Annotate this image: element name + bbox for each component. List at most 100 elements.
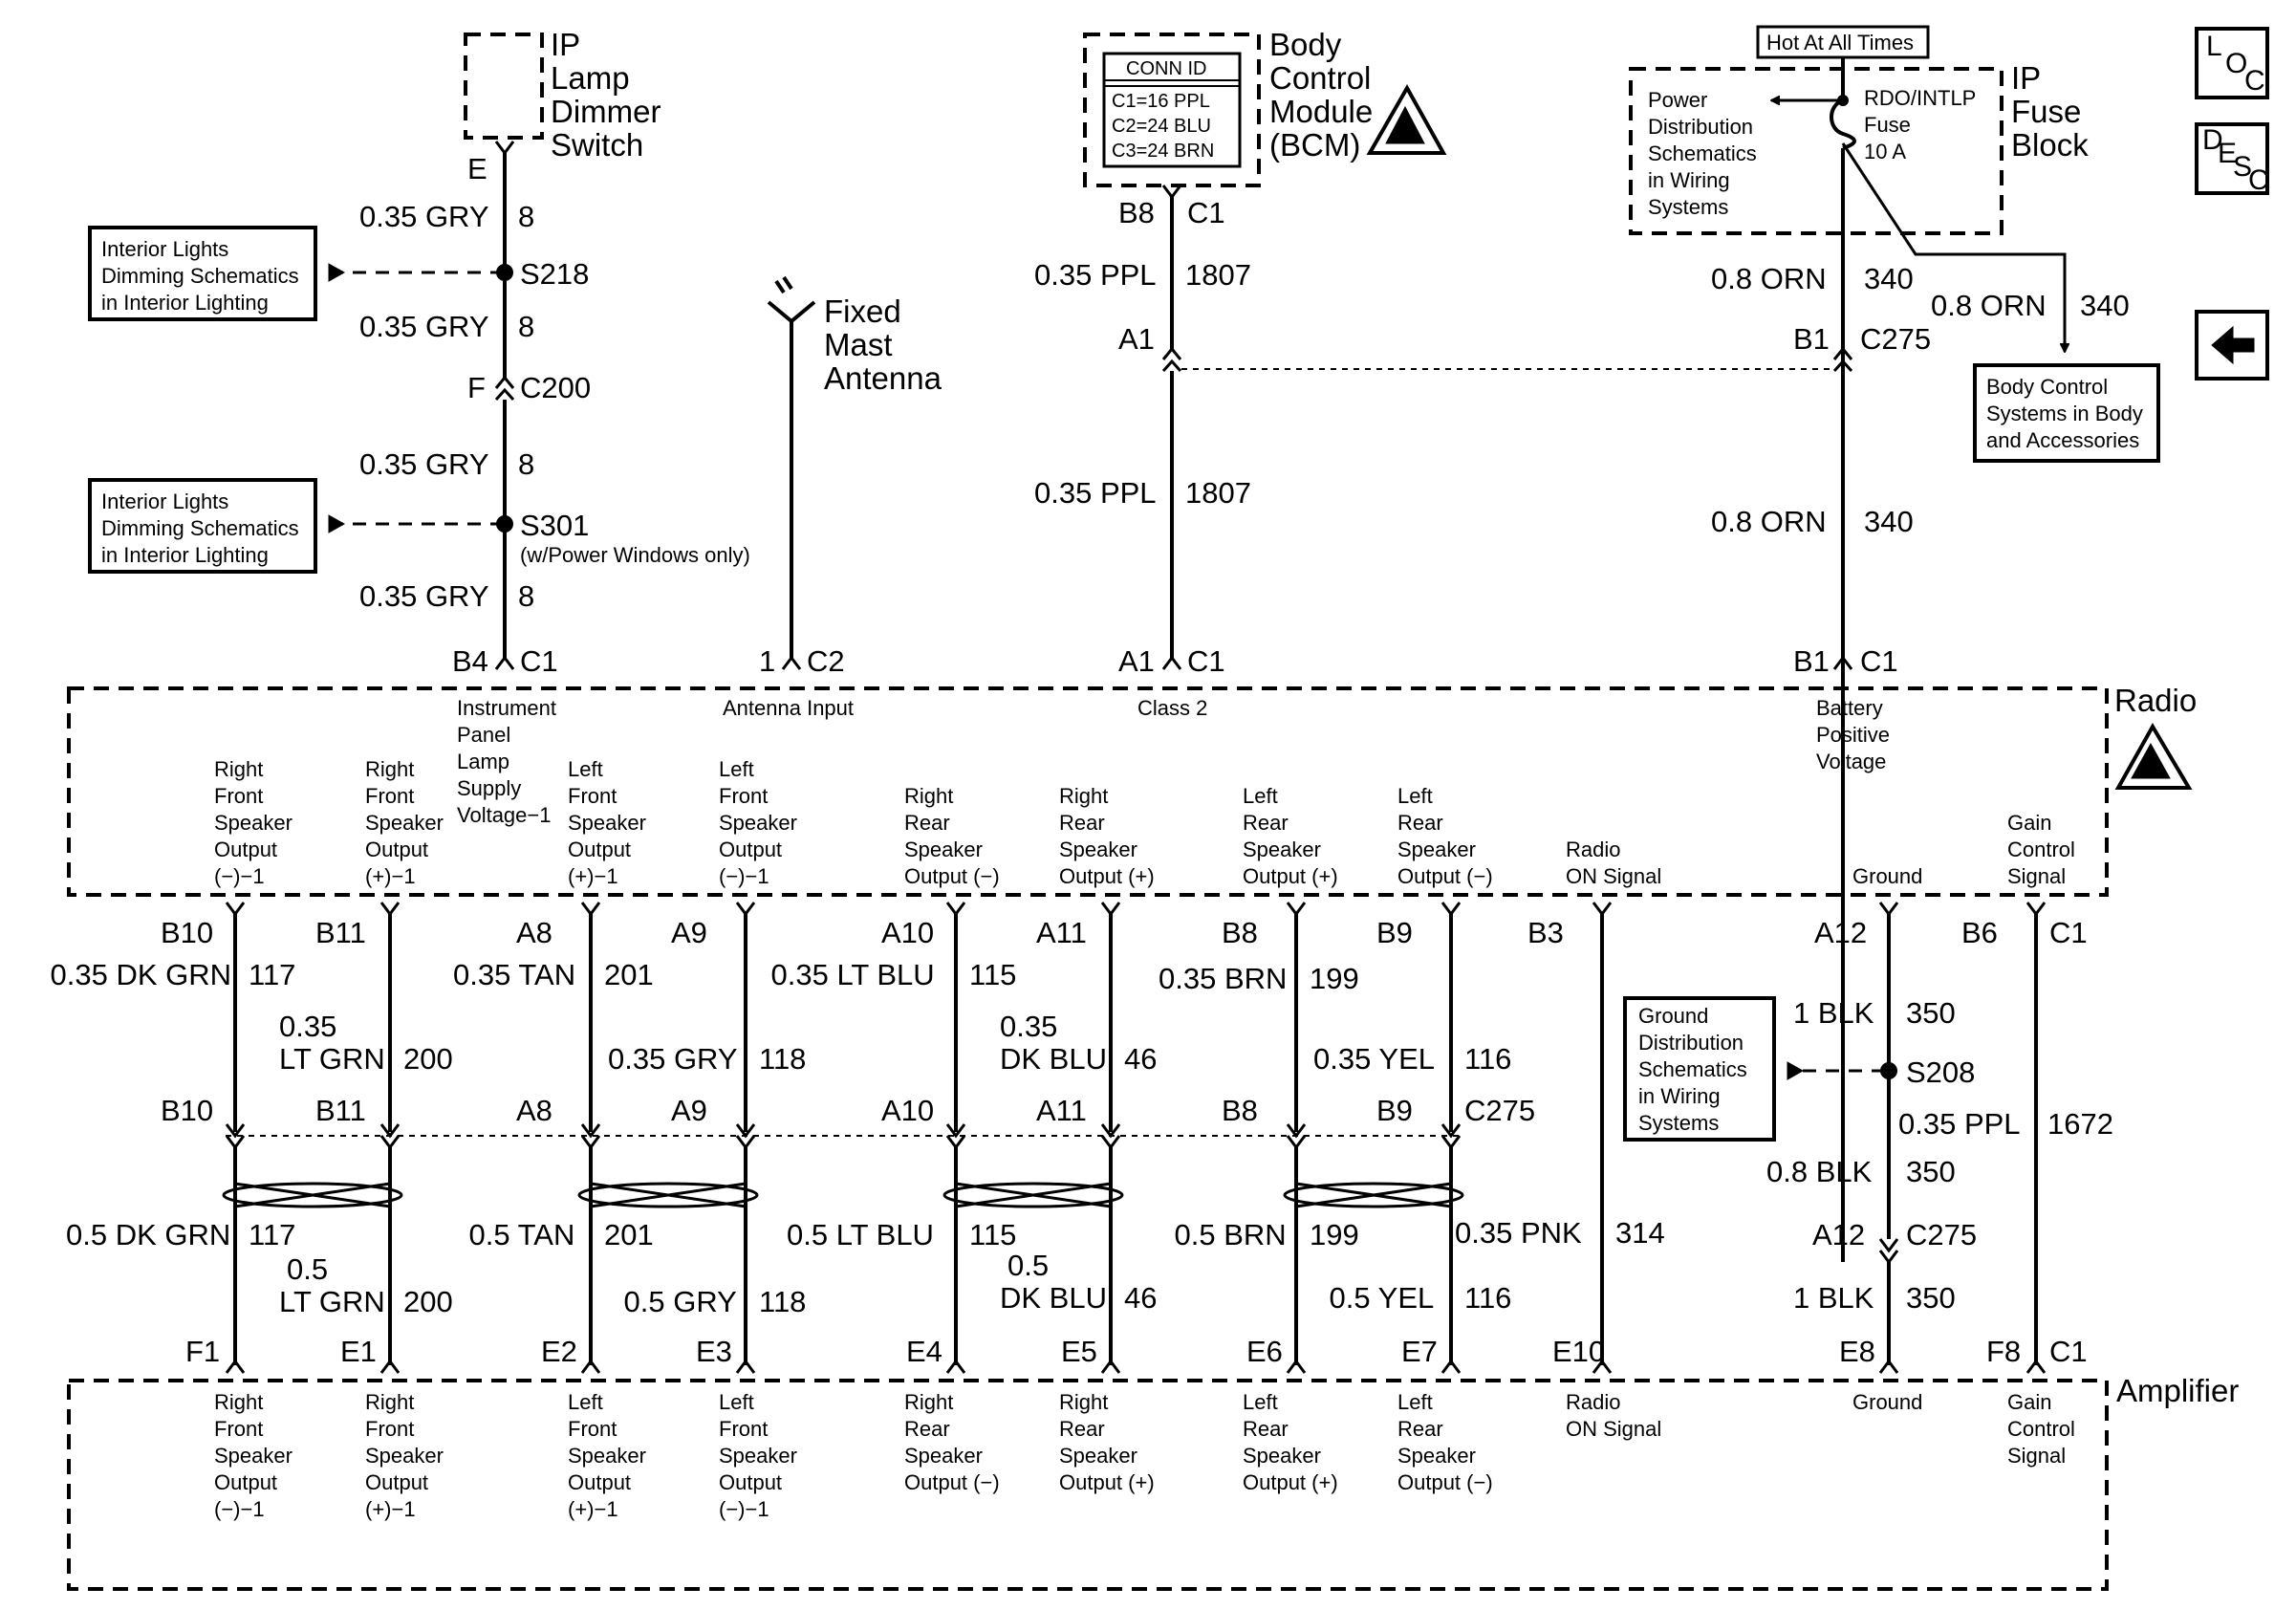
splice-s301-note: (w/Power Windows only) (520, 543, 750, 567)
amp-terminal-1 (225, 1359, 246, 1374)
back-arrow-button[interactable] (2195, 310, 2269, 381)
ground-wire2-size: 0.8 BLK (1766, 1155, 1873, 1188)
bcm-wire1-ckt: 1807 (1185, 258, 1251, 292)
radio-output-3-line-1: Left (568, 757, 603, 781)
lower-size-3: 0.5 TAN (469, 1218, 575, 1251)
radio-output-8-line-1: Left (1397, 784, 1433, 808)
radio-output-3-line-4: Output (568, 838, 631, 861)
radio-output-11-line-1: Gain (2007, 811, 2051, 835)
amp-input-5-line-3: Speaker (904, 1444, 983, 1468)
radio-output-8-line-3: Speaker (1397, 838, 1476, 861)
amp-terminal-5 (945, 1359, 966, 1374)
svg-text:D: D (2202, 124, 2223, 156)
ground-ref[interactable]: Ground Distribution Schematics in Wiring… (1623, 996, 1776, 1142)
amp-input-10-line-1: Ground (1852, 1390, 1922, 1414)
c275-pin-3: A8 (516, 1094, 552, 1127)
radio-battery-label-3: Voltage (1816, 750, 1886, 773)
svg-text:C: C (2244, 65, 2265, 97)
svg-text:in Wiring: in Wiring (1638, 1084, 1721, 1108)
upper-ckt-3: 201 (604, 958, 654, 991)
bat-wire3-ckt: 340 (1864, 505, 1914, 538)
ground-wire1-ckt: 350 (1906, 996, 1956, 1030)
fuse-block-name-2: Fuse (2011, 94, 2081, 129)
amp-input-3-line-1: Left (568, 1390, 603, 1414)
radio-output-2-line-1: Right (365, 757, 414, 781)
bcm-name-2: Control (1269, 60, 1371, 96)
svg-text:Interior Lights: Interior Lights (101, 237, 228, 261)
radio-output-9-line-2: ON Signal (1566, 864, 1661, 888)
upper-size-1: 0.35 DK GRN (51, 958, 232, 991)
svg-text:S: S (2233, 151, 2252, 183)
upper-size-2-b: LT GRN (279, 1042, 385, 1076)
amp-terminal-10 (1878, 1359, 1899, 1374)
amp-terminal-8 (1440, 1359, 1462, 1374)
c275-pin-1: B10 (161, 1094, 213, 1127)
ground-branch-ckt: 1672 (2047, 1107, 2113, 1141)
lower-ckt-1: 117 (249, 1218, 295, 1251)
c275-pin-6: A11 (1036, 1094, 1087, 1127)
lower-size-2-a: 0.5 (287, 1252, 328, 1286)
svg-text:Dimming Schematics: Dimming Schematics (101, 264, 299, 288)
dim-wire2-ckt: 8 (518, 310, 534, 343)
c275-pin-8: B9 (1376, 1094, 1413, 1127)
radio-pin-7: B8 (1222, 916, 1258, 949)
antenna-name-1: Fixed (824, 294, 901, 329)
dim-wire1-ckt: 8 (518, 200, 534, 233)
radio-output-4-line-2: Front (719, 784, 768, 808)
location-nav-icon[interactable]: L O C (2195, 27, 2269, 99)
lower-size-4: 0.5 GRY (624, 1285, 737, 1318)
radio-pin-6: A11 (1036, 916, 1087, 949)
radio-conn-c1-b1: C1 (1860, 644, 1898, 678)
lower-size-1: 0.5 DK GRN (66, 1218, 230, 1251)
amp-input-1-line-4: Output (214, 1470, 277, 1494)
radio-terminal-8 (1440, 902, 1462, 917)
radio-pin-5: A10 (881, 916, 934, 949)
dimmer-circuit (328, 141, 515, 670)
twisted-pair-3 (942, 1182, 1124, 1208)
bcm-conn-c1: C1 (1187, 196, 1225, 229)
radio-ip-lamp-label-4: Supply (457, 776, 521, 800)
hot-at-all-times-label: Hot At All Times (1766, 31, 1914, 54)
splice-s301: S301 (520, 509, 589, 542)
antenna-pin: 1 (759, 644, 775, 678)
radio-output-6-line-4: Output (+) (1059, 864, 1155, 888)
amplifier-name: Amplifier (2116, 1373, 2239, 1408)
amp-input-1-line-1: Right (214, 1390, 263, 1414)
radio-terminal-4 (735, 902, 756, 917)
dim-wire4-size: 0.35 GRY (359, 579, 489, 613)
radio-output-11-line-2: Control (2007, 838, 2075, 861)
upper-ckt-4: 118 (759, 1042, 806, 1076)
bcm-conn-row-1: C1=16 PPL (1112, 91, 1210, 112)
bcm-name-1: Body (1269, 27, 1342, 62)
ground-connector-c275: C275 (1906, 1218, 1977, 1251)
dim-wire3-size: 0.35 GRY (359, 447, 489, 481)
body-control-ref[interactable]: Body Control Systems in Body and Accesso… (1973, 363, 2160, 463)
amp-pin-4: E3 (696, 1335, 732, 1368)
radio-pin-4: A9 (671, 916, 707, 949)
twisted-pair-2 (577, 1182, 759, 1208)
radio-output-6-line-1: Right (1059, 784, 1108, 808)
radio-output-7-line-2: Rear (1243, 811, 1289, 835)
amp-input-5-line-1: Right (904, 1390, 953, 1414)
radio-conn-11: C1 (2049, 916, 2088, 949)
svg-text:Distribution: Distribution (1638, 1031, 1744, 1055)
radio-output-3-line-3: Speaker (568, 811, 646, 835)
interior-lights-ref-1[interactable]: Interior Lights Dimming Schematics in In… (88, 226, 317, 321)
lower-size-5: 0.5 LT BLU (787, 1218, 934, 1251)
radio-output-10-line-1: Ground (1852, 864, 1922, 888)
dimmer-switch-name-2: Lamp (551, 60, 630, 96)
radio-output-9-line-1: Radio (1566, 838, 1620, 861)
upper-size-6-a: 0.35 (1000, 1010, 1057, 1043)
upper-ckt-2: 200 (403, 1042, 453, 1076)
upper-ckt-6: 46 (1124, 1042, 1157, 1076)
splice-s208-dot (1880, 1062, 1897, 1079)
amp-input-6-line-4: Output (+) (1059, 1470, 1155, 1494)
amp-input-2-line-5: (+)−1 (365, 1497, 416, 1521)
upper-ckt-1: 117 (249, 958, 295, 991)
lower-ckt-7: 199 (1310, 1218, 1359, 1251)
interior-lights-ref-2[interactable]: Interior Lights Dimming Schematics in In… (88, 478, 317, 574)
amp-pin-8: E7 (1401, 1335, 1438, 1368)
lower-size-6-a: 0.5 (1007, 1249, 1049, 1282)
bcm-conn-id-box (1102, 52, 1242, 168)
description-nav-icon[interactable]: D E S C (2195, 122, 2269, 196)
